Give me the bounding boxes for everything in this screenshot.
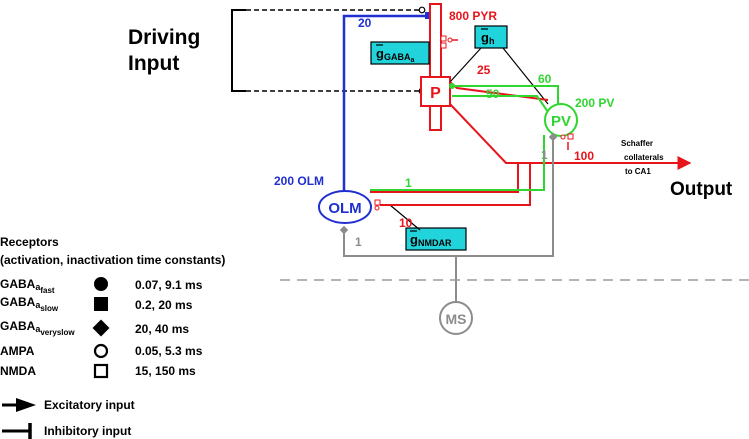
weight-pyr-to-pv: 25	[477, 63, 491, 77]
pv-synapses	[560, 133, 574, 150]
pv-label: PV	[551, 113, 571, 130]
pyr-to-olm-nmda-projection	[380, 163, 531, 206]
pyr-local-synapses	[440, 35, 458, 49]
weight-pv-ms: 1	[541, 148, 548, 162]
pv-to-pyr-top-projection	[452, 85, 559, 105]
circle-filled-icon	[94, 277, 108, 291]
schaffer-line1: Schaffer	[621, 139, 653, 148]
svg-text:GABAaveryslow: GABAaveryslow	[0, 319, 75, 337]
svg-text:20, 40 ms: 20, 40 ms	[135, 322, 189, 336]
circle-open-icon	[93, 343, 109, 359]
svg-text:15, 150 ms: 15, 150 ms	[135, 364, 196, 378]
receptors-title: Receptors	[0, 235, 59, 249]
svg-text:Inhibitory input: Inhibitory input	[44, 424, 131, 438]
nmdar-to-olm-link	[389, 204, 421, 231]
olm-to-pyr-projection	[342, 14, 428, 195]
pyr-soma	[420, 76, 451, 107]
input-title-line1: Driving	[128, 26, 200, 49]
olm-count: 200 OLM	[274, 174, 324, 188]
receptor-row-ampa: AMPA 0.05, 5.3 ms	[0, 343, 203, 359]
weight-olm-ms: 1	[355, 235, 362, 249]
gaba-a-conductance-box	[370, 41, 430, 65]
output-title: Output	[670, 179, 733, 200]
pv-to-pyr-soma-projection	[452, 95, 549, 113]
h-to-pv-link	[502, 47, 549, 105]
svg-text:AMPA: AMPA	[0, 344, 35, 358]
gaba-slow-synapse-icon	[425, 12, 431, 19]
svg-text:GABAaslow: GABAaslow	[0, 295, 59, 313]
weight-pyr-to-olm: 1	[405, 176, 412, 190]
h-to-pyr-link	[449, 47, 482, 83]
receptor-row-gaba-veryslow: GABAaveryslow 20, 40 ms	[0, 319, 189, 337]
schaffer-collaterals	[449, 103, 692, 170]
svg-text:GABAafast: GABAafast	[0, 277, 55, 295]
ms-to-pv-projection	[343, 137, 554, 257]
square-open-icon	[93, 363, 109, 379]
weight-pv-to-pyr-top: 60	[538, 72, 552, 86]
h-conductance-label: gh	[481, 30, 494, 46]
schaffer-line2: collaterals	[624, 153, 664, 162]
nmdar-conductance-box	[405, 227, 467, 251]
schaffer-line3: to CA1	[625, 167, 651, 176]
pv-count: 200 PV	[575, 96, 614, 110]
square-filled-icon	[94, 297, 108, 311]
olm-label: OLM	[328, 200, 361, 217]
ampa-synapse-icon	[418, 6, 426, 14]
h-conductance-box	[474, 25, 508, 49]
svg-text:NMDA: NMDA	[0, 364, 36, 378]
svg-text:0.05, 5.3 ms: 0.05, 5.3 ms	[135, 344, 203, 358]
receptor-row-gaba-slow: GABAaslow 0.2, 20 ms	[0, 295, 193, 313]
gaba-a-conductance-label: gGABAa	[376, 46, 414, 64]
legend-inhibitory: Inhibitory input	[2, 423, 131, 439]
weight-pyr-to-olm-nmda: 10	[399, 216, 413, 230]
svg-text:0.2, 20 ms: 0.2, 20 ms	[135, 298, 193, 312]
input-title-line2: Input	[128, 52, 179, 75]
gaba-fast-synapse-icon	[449, 83, 455, 89]
nmdar-conductance-label: gNMDAR	[410, 232, 452, 248]
svg-text:Excitatory input: Excitatory input	[44, 398, 135, 412]
svg-text:0.07, 9.1 ms: 0.07, 9.1 ms	[135, 278, 203, 292]
diamond-filled-icon	[92, 319, 110, 337]
pyr-dendrite	[429, 3, 442, 131]
ms-cell	[439, 301, 473, 335]
ms-label: MS	[446, 311, 467, 327]
legend-excitatory: Excitatory input	[2, 398, 135, 412]
weight-pv-to-pyr-soma: 50	[486, 87, 500, 101]
weight-olm-to-pyr: 20	[358, 16, 372, 30]
excitatory-arrow-icon	[16, 398, 36, 412]
gaba-veryslow-synapse-icon	[339, 225, 349, 235]
olm-cell	[318, 190, 372, 224]
receptor-row-gaba-fast: GABAafast 0.07, 9.1 ms	[0, 277, 203, 295]
pyr-count: 800 PYR	[449, 9, 497, 23]
receptors-subtitle: (activation, inactivation time constants…	[0, 253, 225, 267]
weight-schaffer: 100	[574, 149, 594, 163]
pv-to-olm-projection	[370, 135, 545, 191]
receptor-row-nmda: NMDA 15, 150 ms	[0, 363, 196, 379]
pyr-label: P	[430, 85, 441, 102]
pyr-to-olm-projection	[370, 163, 519, 193]
